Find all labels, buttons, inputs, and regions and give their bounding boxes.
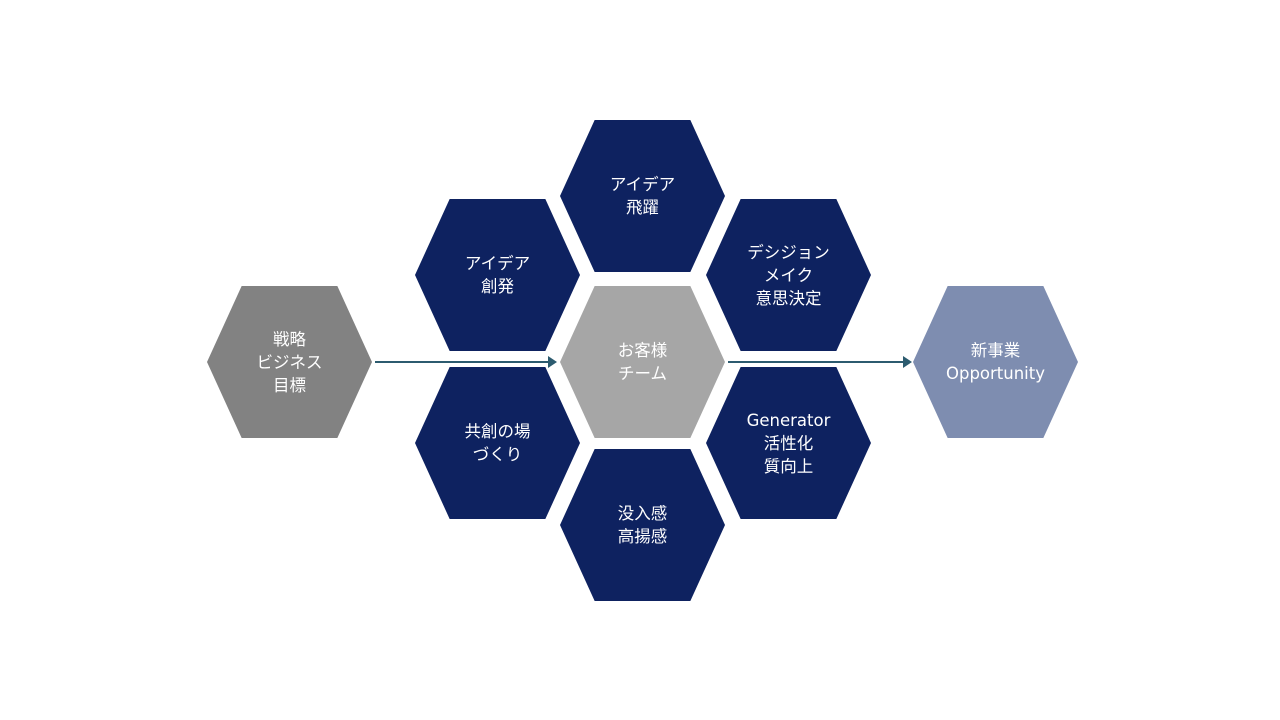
hex-customer-team: お客様 チーム (560, 286, 725, 438)
hex-label: 没入感 (617, 504, 668, 523)
hex-label: Opportunity (945, 364, 1046, 383)
hex-label: アイデア (464, 254, 531, 273)
hex-label: 質向上 (763, 456, 814, 476)
hex-strategy: 戦略 ビジネス 目標 (207, 286, 372, 438)
hex-label: づくり (472, 445, 523, 464)
hex-label: お客様 (617, 341, 668, 360)
hex-label: 飛躍 (626, 198, 659, 217)
hex-label: 高揚感 (617, 527, 668, 546)
hex-label: アイデア (609, 175, 676, 194)
hex-generator: Generator 活性化 質向上 (706, 367, 871, 519)
hex-label: 戦略 (273, 329, 306, 349)
hex-idea-creation: アイデア 創発 (415, 199, 580, 351)
hex-label: 活性化 (763, 433, 814, 453)
hex-label: メイク (763, 265, 814, 285)
hex-label: 共創の場 (464, 422, 531, 441)
hex-idea-leap: アイデア 飛躍 (560, 120, 725, 272)
hex-label: 創発 (481, 277, 514, 296)
arrow-team-to-new-business (728, 356, 912, 368)
hex-label: デシジョン (747, 242, 830, 262)
hex-label: Generator (746, 410, 831, 430)
arrow-strategy-to-team (375, 356, 557, 368)
hex-immersion: 没入感 高揚感 (560, 449, 725, 601)
hex-label: 新事業 (970, 341, 1021, 360)
hex-label: ビジネス (256, 352, 323, 372)
hex-decision: デシジョン メイク 意思決定 (706, 199, 871, 351)
hex-new-business: 新事業 Opportunity (913, 286, 1078, 438)
hex-label: 目標 (273, 375, 306, 395)
hex-label: 意思決定 (755, 288, 822, 308)
hex-label: チーム (617, 364, 667, 383)
hex-co-creation: 共創の場 づくり (415, 367, 580, 519)
